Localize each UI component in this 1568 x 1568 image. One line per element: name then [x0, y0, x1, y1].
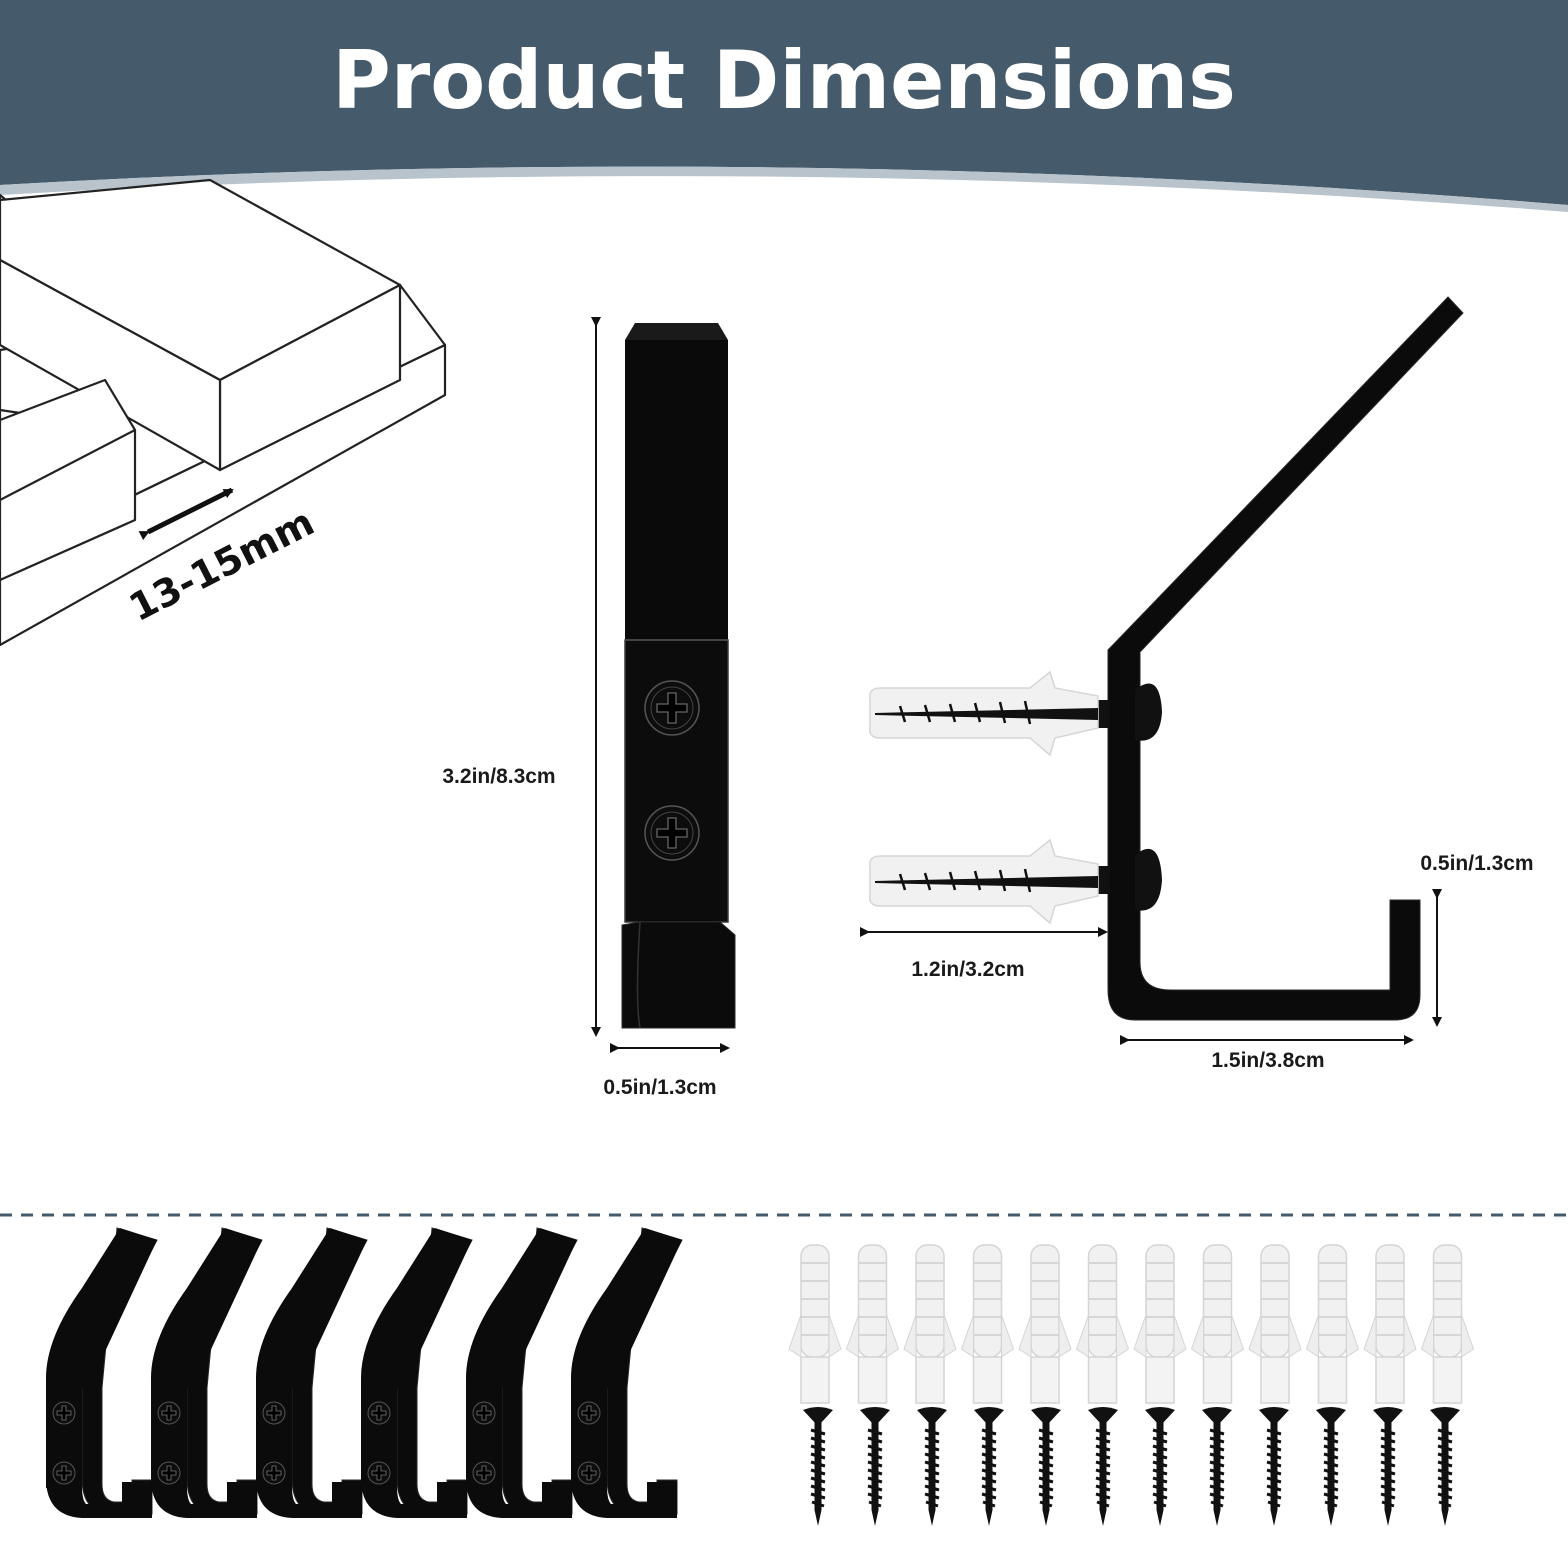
anchor-item	[845, 1244, 900, 1404]
anchor-item	[1190, 1244, 1245, 1404]
width-label: 0.5in/1.3cm	[603, 1076, 716, 1099]
hook-front-view	[621, 323, 736, 1029]
screw-item	[1143, 1405, 1177, 1528]
screw-item	[1086, 1405, 1120, 1528]
screw-item	[1257, 1405, 1291, 1528]
hook-item	[147, 1228, 262, 1518]
screw-head-icon	[644, 680, 700, 736]
anchor-item	[1133, 1244, 1187, 1404]
hook-item	[567, 1228, 682, 1518]
hook-item	[42, 1228, 157, 1518]
wall-anchor-side	[868, 670, 1099, 757]
screw-item	[858, 1405, 892, 1528]
anchor-set	[788, 1244, 1475, 1404]
screw-item	[1371, 1405, 1405, 1528]
anchor-item	[1305, 1244, 1360, 1404]
screw-item	[1314, 1405, 1348, 1528]
anchor-item	[1363, 1244, 1417, 1404]
screw-item	[915, 1405, 949, 1528]
header-banner	[0, 0, 1568, 205]
screw-set	[801, 1405, 1462, 1528]
header-wave	[0, 166, 1568, 212]
anchor-item	[1248, 1244, 1302, 1404]
wall-anchor-side	[868, 838, 1099, 925]
thickness-arrow	[138, 487, 234, 541]
hook-side-view	[1098, 296, 1464, 1021]
anchor-item	[1075, 1244, 1130, 1404]
screw-head-icon	[644, 805, 700, 861]
hook-item	[462, 1228, 577, 1518]
hook-item	[357, 1228, 472, 1518]
hook-set	[42, 1228, 682, 1518]
height-label: 3.2in/8.3cm	[442, 765, 555, 788]
screw-item	[801, 1405, 835, 1528]
anchor-item	[1420, 1244, 1475, 1404]
hook-item	[252, 1228, 367, 1518]
screw-item	[1428, 1405, 1462, 1528]
screw-item	[1029, 1405, 1063, 1528]
screw-item	[972, 1405, 1006, 1528]
anchor-item	[903, 1244, 957, 1404]
anchor-length-label: 1.2in/3.2cm	[911, 958, 1024, 981]
anchor-item	[1018, 1244, 1072, 1404]
screw-item	[1200, 1405, 1234, 1528]
page-title: Product Dimensions	[332, 34, 1236, 127]
tip-height-label: 0.5in/1.3cm	[1420, 852, 1533, 875]
anchor-item	[960, 1244, 1015, 1404]
depth-label: 1.5in/3.8cm	[1211, 1049, 1324, 1072]
anchor-item	[788, 1244, 842, 1404]
